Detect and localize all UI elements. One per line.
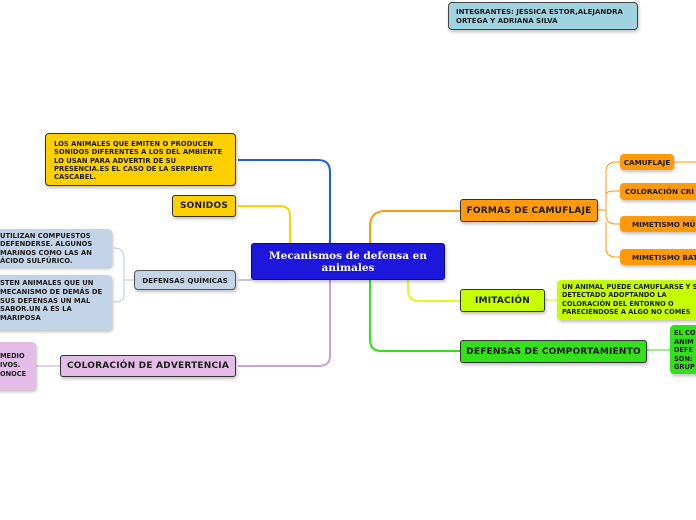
topic-coloracion-advertencia[interactable]: COLORACIÓN DE ADVERTENCIA bbox=[60, 355, 236, 377]
link-coloracion-critica bbox=[605, 190, 622, 196]
topic-coloracion-advertencia-label: COLORACIÓN DE ADVERTENCIA bbox=[66, 361, 230, 371]
quimicas-note-2[interactable]: STEN ANIMALES QUE UN MECANISMO DE DEMÁS … bbox=[0, 275, 112, 330]
topic-defensas-comportamiento[interactable]: DEFENSAS DE COMPORTAMIENTO bbox=[460, 340, 647, 363]
quimicas-note-1[interactable]: UTILIZAN COMPUESTOS DEFENDERSE. ALGUNOS … bbox=[0, 229, 112, 267]
link-quimicas-text2 bbox=[113, 280, 125, 303]
sonidos-note-text: LOS ANIMALES QUE EMITEN O PRODUCEN SONID… bbox=[54, 140, 223, 182]
comportamiento-note[interactable]: EL CO ANIM DEFE SON: GRUP bbox=[670, 325, 696, 374]
topic-sonidos[interactable]: SONIDOS bbox=[172, 195, 236, 217]
subtopic-camuflaje[interactable]: CAMUFLAJE bbox=[620, 154, 674, 170]
link-camuflaje bbox=[598, 161, 622, 211]
link-sonidos bbox=[238, 205, 291, 243]
advertencia-note-text: MEDIO IVOS. ONOCE bbox=[0, 352, 27, 378]
topic-sonidos-label: SONIDOS bbox=[179, 201, 229, 211]
integrantes-note[interactable]: INTEGRANTES: JESSICA ESTOR,ALEJANDRA ORT… bbox=[448, 2, 638, 30]
subtopic-mimetismo-bat[interactable]: MIMETISMO BAT bbox=[620, 249, 696, 265]
advertencia-note[interactable]: MEDIO IVOS. ONOCE bbox=[0, 342, 36, 390]
sonidos-note[interactable]: LOS ANIMALES QUE EMITEN O PRODUCEN SONID… bbox=[45, 133, 236, 186]
imitacion-note-text: UN ANIMAL PUEDE CAMUFLARSE Y SER DETECTA… bbox=[562, 283, 696, 316]
link-quimicas-text1 bbox=[113, 247, 134, 281]
link-advertencia bbox=[238, 280, 331, 367]
link-blue-arc bbox=[238, 159, 331, 243]
topic-imitacion-label: IMITACIÓN bbox=[475, 295, 530, 306]
subtopic-coloracion-critica[interactable]: COLORACIÓN CRÍ bbox=[620, 183, 696, 200]
imitacion-note[interactable]: UN ANIMAL PUEDE CAMUFLARSE Y SER DETECTA… bbox=[557, 280, 696, 320]
link-mimetismo-mu bbox=[605, 210, 622, 225]
subtopic-mimetismo-mu[interactable]: MIMETISMO MÜ bbox=[620, 216, 696, 232]
subtopic-mimetismo-mu-label: MIMETISMO MÜ bbox=[632, 219, 696, 229]
link-comportamiento bbox=[369, 280, 462, 352]
topic-defensas-quimicas-label: DEFENSAS QUÍMICAS bbox=[142, 275, 228, 285]
link-mimetismo-bat bbox=[605, 222, 622, 258]
topic-formas-camuflaje[interactable]: FORMAS DE CAMUFLAJE bbox=[460, 199, 598, 222]
topic-defensas-quimicas[interactable]: DEFENSAS QUÍMICAS bbox=[134, 270, 236, 290]
link-imitacion bbox=[407, 280, 462, 302]
subtopic-coloracion-critica-label: COLORACIÓN CRÍ bbox=[625, 187, 694, 196]
integrantes-label: INTEGRANTES: JESSICA ESTOR,ALEJANDRA ORT… bbox=[456, 8, 623, 25]
topic-defensas-comportamiento-label: DEFENSAS DE COMPORTAMIENTO bbox=[466, 346, 641, 357]
quimicas-note-1-text: UTILIZAN COMPUESTOS DEFENDERSE. ALGUNOS … bbox=[0, 232, 93, 265]
topic-imitacion[interactable]: IMITACIÓN bbox=[460, 289, 545, 312]
central-topic[interactable]: Mecanismos de defensa en animales bbox=[251, 243, 445, 280]
quimicas-note-2-text: STEN ANIMALES QUE UN MECANISMO DE DEMÁS … bbox=[0, 279, 103, 323]
subtopic-camuflaje-label: CAMUFLAJE bbox=[623, 157, 671, 167]
subtopic-mimetismo-bat-label: MIMETISMO BAT bbox=[632, 252, 696, 262]
topic-formas-camuflaje-label: FORMAS DE CAMUFLAJE bbox=[466, 205, 592, 216]
link-formas bbox=[369, 210, 462, 262]
central-topic-label: Mecanismos de defensa en animales bbox=[269, 249, 427, 274]
comportamiento-note-text: EL CO ANIM DEFE SON: GRUP bbox=[674, 329, 696, 371]
